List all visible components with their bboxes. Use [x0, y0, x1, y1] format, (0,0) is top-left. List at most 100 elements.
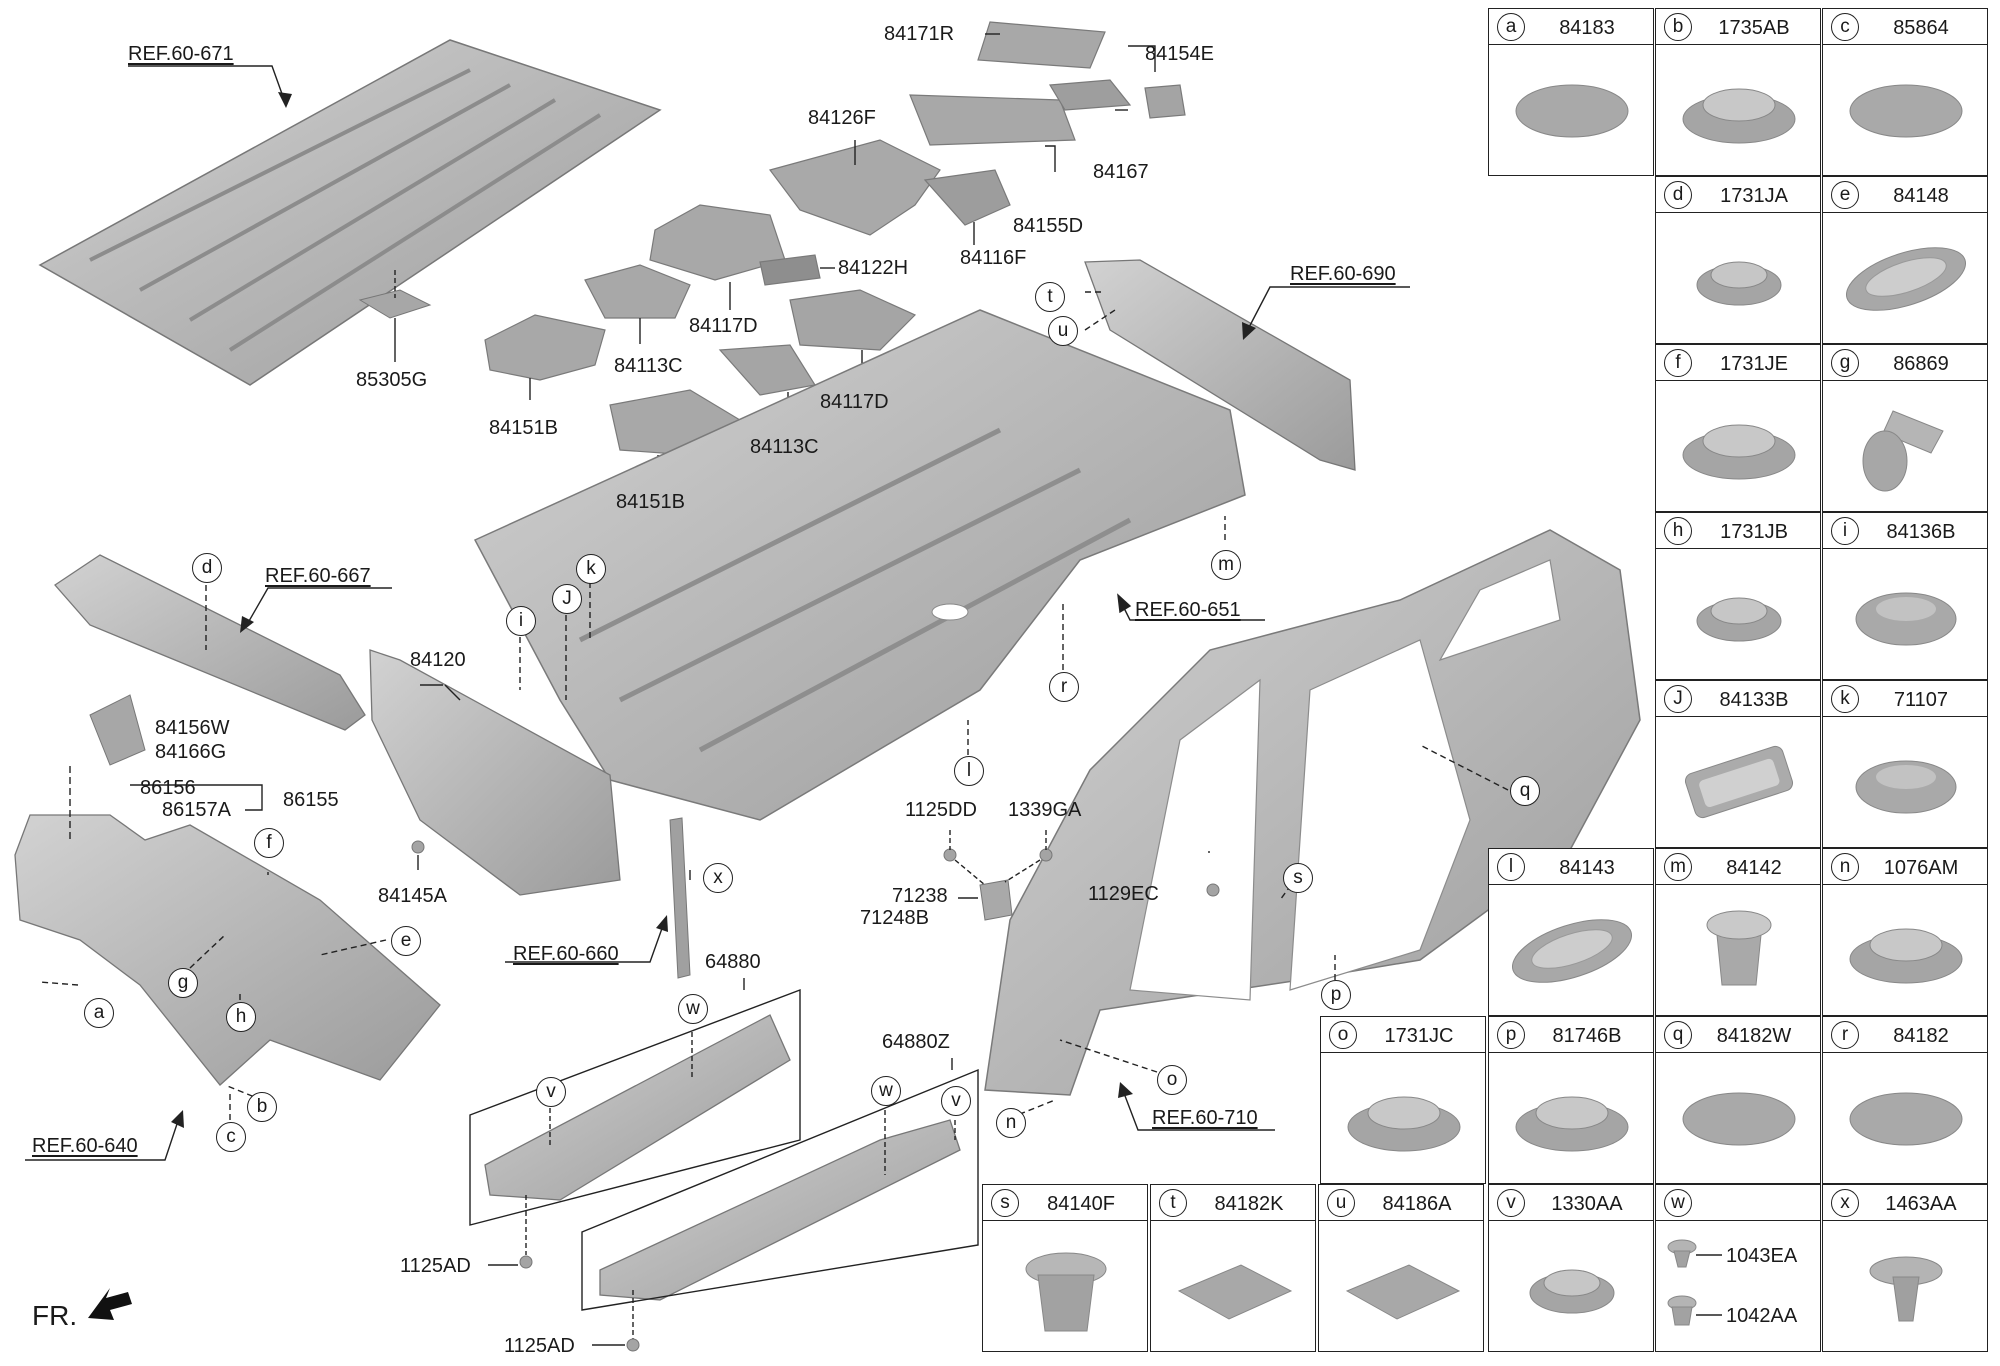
parts-table-part-number: 1731JE [1720, 353, 1788, 375]
parts-table-subpart-number: 1042AA [1726, 1305, 1798, 1327]
part-label-84156w: 84156W [155, 717, 230, 739]
parts-table-letter: i [1831, 517, 1859, 545]
callout-h: h [226, 1002, 256, 1032]
part-label-86157a: 86157A [162, 799, 231, 821]
parts-table-cell-header: x 1463AA [1823, 1185, 1987, 1221]
part-illustration [1823, 213, 1987, 343]
callout-t: t [1035, 282, 1065, 312]
part-label-84145a: 84145A [378, 885, 447, 907]
part-label-84171r: 84171R [884, 23, 955, 45]
parts-table-part-number: 86869 [1893, 353, 1949, 375]
part-label-1129ec: 1129EC [1088, 883, 1159, 905]
part-illustration [1656, 549, 1820, 679]
parts-table-cell-header: w [1656, 1185, 1820, 1221]
part-label-86156: 86156 [140, 777, 196, 799]
callout-o: o [1157, 1065, 1187, 1095]
part-label-84120: 84120 [410, 649, 466, 671]
part-illustration [1823, 885, 1987, 1015]
parts-table-cell-header: c 85864 [1823, 9, 1987, 45]
parts-table-letter: c [1831, 13, 1859, 41]
parts-table-cell-header: r 84182 [1823, 1017, 1987, 1053]
sill-cover-64880z [599, 1119, 961, 1301]
parts-table-letter: b [1664, 13, 1692, 41]
part-illustration [1823, 1053, 1987, 1183]
parts-table-letter: p [1497, 1021, 1525, 1049]
parts-table-letter: u [1327, 1189, 1355, 1217]
parts-table-part-number: 84182 [1893, 1025, 1949, 1047]
callout-a: a [84, 998, 114, 1028]
part-label-86155: 86155 [283, 789, 339, 811]
callout-u: u [1048, 316, 1078, 346]
callout-k: k [576, 554, 606, 584]
parts-table-letter: s [991, 1189, 1019, 1217]
parts-table-part-number: 84136B [1886, 521, 1956, 543]
part-label-1339ga: 1339GA [1008, 799, 1082, 821]
ref-label-60-667: REF.60-667 [265, 565, 371, 587]
parts-table-letter: m [1664, 853, 1692, 881]
roof-panel [38, 39, 662, 386]
ref-label-60-690: REF.60-690 [1290, 263, 1396, 285]
parts-table-letter: d [1664, 181, 1692, 209]
front-direction-label: FR. [32, 1300, 78, 1331]
parts-table-letter: t [1159, 1189, 1187, 1217]
callout-f: f [254, 828, 284, 858]
parts-table-letter: l [1497, 853, 1525, 881]
part-label-84113c-2: 84113C [750, 436, 819, 458]
part-illustration [1489, 1053, 1653, 1183]
part-label-71238: 71238 [892, 885, 948, 907]
parts-table-part-number: 1731JB [1720, 521, 1788, 543]
parts-table-part-number: 1463AA [1885, 1193, 1957, 1215]
parts-table-letter: o [1329, 1021, 1357, 1049]
part-label-84113c-1: 84113C [614, 355, 683, 377]
parts-table-letter: r [1831, 1021, 1859, 1049]
part-label-84122h: 84122H [838, 257, 909, 279]
parts-table-cell-c: c 85864 [1822, 8, 1988, 176]
callout-c: c [216, 1122, 246, 1152]
parts-table-part-number: 85864 [1893, 17, 1949, 39]
floor-pan [473, 309, 1246, 821]
parts-table-letter: n [1831, 853, 1859, 881]
callout-v-2: v [941, 1086, 971, 1116]
part-label-84116f: 84116F [960, 247, 1027, 269]
part-label-84166g: 84166G [155, 741, 227, 763]
callout-p: p [1321, 980, 1351, 1010]
part-label-84151b-1: 84151B [489, 417, 558, 439]
parts-table-letter: x [1831, 1189, 1859, 1217]
part-illustration [1151, 1221, 1315, 1351]
parts-table-letter: h [1664, 517, 1692, 545]
part-illustration [983, 1221, 1147, 1351]
parts-table-cell-header: i 84136B [1823, 513, 1987, 549]
parts-table-letter: w [1664, 1189, 1692, 1217]
callout-m: m [1211, 550, 1241, 580]
callout-b: b [247, 1092, 277, 1122]
part-illustration [1321, 1053, 1485, 1183]
bracket-71238 [411, 840, 1220, 921]
part-label-84151b-2: 84151B [616, 491, 685, 513]
front-side-member [14, 694, 441, 1086]
parts-table-part-number: 71107 [1893, 689, 1949, 711]
callout-i: i [506, 606, 536, 636]
